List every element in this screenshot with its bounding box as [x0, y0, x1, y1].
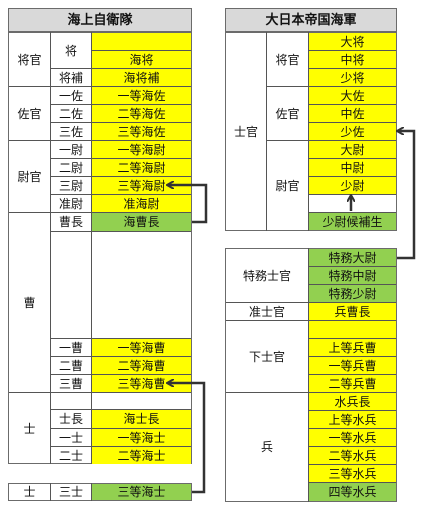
- ijn-rank: 二等兵曹: [309, 374, 396, 392]
- ijn-title: 大日本帝国海軍: [225, 8, 397, 32]
- ijn-rank: 一等兵曹: [309, 356, 396, 374]
- jmsdf-rank: 二等海曹: [92, 356, 191, 374]
- jmsdf-abbr: 三尉: [51, 176, 91, 194]
- arrow-special-to-lcdr: [397, 131, 416, 260]
- jmsdf-rank: 海将補: [92, 68, 191, 86]
- jmsdf-group-company: 尉官: [17, 169, 42, 184]
- jmsdf-abbr: 一士: [51, 428, 91, 446]
- jmsdf-abbr: 准尉: [51, 194, 91, 212]
- ijn-rank: 四等水兵: [309, 482, 396, 501]
- jmsdf-abbr: 一佐: [58, 88, 83, 103]
- jmsdf-rank: [92, 33, 191, 50]
- ijn-group-officer: 士官: [233, 124, 258, 139]
- jmsdf-abbr: 二佐: [51, 104, 91, 122]
- jmsdf-rank: 一等海尉: [92, 141, 191, 158]
- ijn-rank: 兵曹長: [309, 303, 396, 320]
- jmsdf-abbr: 三士: [58, 485, 83, 499]
- jmsdf-rank: 一等海佐: [92, 87, 191, 104]
- jmsdf-rank: 一等海士: [92, 428, 191, 446]
- jmsdf-abbr: 曹長: [58, 215, 83, 229]
- ijn-rank: 大尉: [309, 141, 396, 158]
- ijn-group-flag: 将官: [275, 52, 300, 67]
- jmsdf-group-petty: 曹: [23, 295, 36, 310]
- ijn-group-captain: 佐官: [275, 106, 300, 121]
- jmsdf-rank: 二等海尉: [92, 158, 191, 176]
- ijn-rank: 三等水兵: [309, 464, 396, 482]
- ijn-rank: 大佐: [309, 87, 396, 104]
- ijn-rank: 特務少尉: [309, 284, 396, 302]
- ijn-group-petty: 下士官: [248, 349, 285, 364]
- jmsdf-title: 海上自衛隊: [8, 8, 192, 32]
- jmsdf-rank: 三等海士: [92, 484, 191, 500]
- ijn-group-lieutenant: 尉官: [275, 178, 300, 193]
- ijn-rank: 少佐: [309, 122, 396, 140]
- jmsdf-group-seaman: 士: [23, 421, 36, 436]
- jmsdf-rank: 海将: [92, 50, 191, 68]
- ijn-group-special: 特務士官: [242, 268, 291, 283]
- ijn-group-warrant: 准士官: [248, 304, 285, 319]
- jmsdf-abbr: 二曹: [51, 356, 91, 374]
- jmsdf-abbr: 一尉: [58, 142, 83, 157]
- jmsdf-group-seaman-former: 士: [23, 485, 36, 499]
- ijn-rank: 少将: [309, 68, 396, 86]
- jmsdf-rank: 三等海尉: [92, 176, 191, 194]
- ijn-rank: 特務大尉: [309, 249, 396, 266]
- ijn-rank: 上等兵曹: [309, 338, 396, 356]
- jmsdf-rank: 一等海曹: [92, 338, 191, 356]
- jmsdf-abbr: 二尉: [51, 158, 91, 176]
- ijn-rank: 中尉: [309, 158, 396, 176]
- ijn-rank: 二等水兵: [309, 446, 396, 464]
- jmsdf-abbr: 士長: [58, 411, 83, 426]
- ijn-rank: 大将: [309, 33, 396, 50]
- jmsdf-group-general: 将官: [17, 52, 42, 67]
- jmsdf-rank: 海曹長: [92, 213, 191, 231]
- ijn-rank: 中佐: [309, 104, 396, 122]
- jmsdf-abbr: 一曹: [51, 338, 91, 356]
- jmsdf-abbr: 二士: [51, 446, 91, 464]
- ijn-rank-empty: [309, 194, 396, 212]
- ijn-rank: 一等水兵: [309, 428, 396, 446]
- ijn-rank: 少尉候補生: [309, 212, 396, 230]
- ijn-enlisted-frame: [225, 248, 397, 502]
- jmsdf-rank: 三等海曹: [92, 374, 191, 392]
- ijn-rank-empty: [309, 321, 396, 338]
- ijn-rank: 上等水兵: [309, 410, 396, 428]
- jmsdf-rank: 三等海佐: [92, 122, 191, 140]
- jmsdf-rank: 二等海佐: [92, 104, 191, 122]
- ijn-rank: 中将: [309, 50, 396, 68]
- ijn-rank: 少尉: [309, 176, 396, 194]
- ijn-rank: 特務中尉: [309, 266, 396, 284]
- jmsdf-abbr: 将: [64, 43, 77, 58]
- jmsdf-abbr: 三佐: [51, 122, 91, 140]
- ijn-group-seaman: 兵: [260, 440, 273, 454]
- ijn-rank: 水兵長: [309, 393, 396, 410]
- jmsdf-abbr: 将補: [51, 68, 91, 86]
- jmsdf-rank: 准海尉: [92, 194, 191, 212]
- jmsdf-rank: 二等海士: [92, 446, 191, 464]
- jmsdf-rank: 海士長: [92, 409, 191, 428]
- jmsdf-group-field: 佐官: [17, 106, 42, 121]
- jmsdf-abbr: 三曹: [51, 374, 91, 392]
